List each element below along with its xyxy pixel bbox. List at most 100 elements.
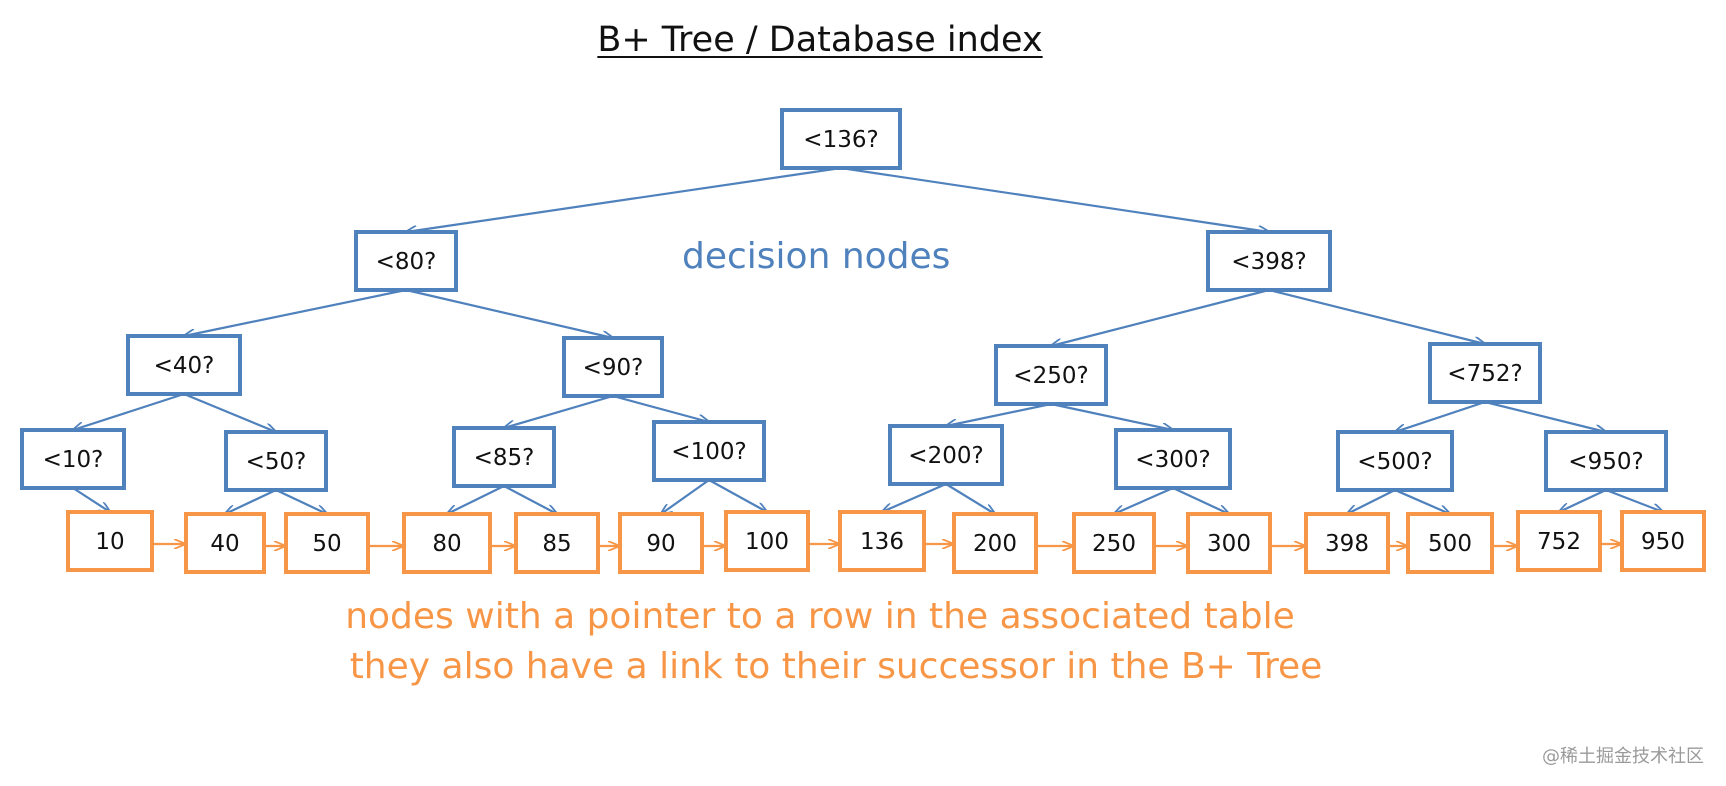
leaf-node-80: 80: [402, 512, 492, 574]
leaf-node-box: [1304, 512, 1390, 574]
leaf-node-box: [514, 512, 600, 574]
edge-n950-l752: [1559, 489, 1607, 512]
edge-n300-l250: [1114, 486, 1174, 514]
decision-node-box: [1336, 430, 1454, 492]
decision-node-950: <950?: [1544, 430, 1668, 492]
leaf-node-box: [184, 512, 266, 574]
edge-n752-n950: [1484, 400, 1606, 432]
leaf-node-label: 398: [1325, 531, 1369, 557]
decision-node-100: <100?: [652, 420, 766, 482]
edge-n300-l300: [1172, 487, 1229, 514]
leaf-node-box: [952, 512, 1038, 574]
leaf-node-label: 752: [1537, 529, 1581, 555]
decision-node-80: <80?: [354, 230, 458, 292]
leaf-node-90: 90: [618, 512, 704, 574]
decision-node-box: [888, 424, 1004, 486]
edge-n10-l10: [72, 487, 110, 512]
decision-node-label: <100?: [671, 439, 746, 465]
leaf-node-40: 40: [184, 512, 266, 574]
watermark: @稀土掘金技术社区: [1542, 746, 1704, 767]
leaf-node-box: [66, 510, 154, 572]
edge-n80-n40: [184, 288, 407, 336]
leaf-node-label: 100: [745, 529, 789, 555]
leaf-node-box: [1516, 510, 1602, 572]
decision-node-200: <200?: [888, 424, 1004, 486]
leaf-node-label: 50: [312, 531, 341, 557]
leaf-node-10: 10: [66, 510, 154, 572]
decision-node-752: <752?: [1428, 342, 1542, 404]
decision-node-box: [780, 108, 902, 170]
decision-node-label: <200?: [908, 443, 983, 469]
diagram-title: B+ Tree / Database index: [597, 20, 1043, 60]
decision-node-85: <85?: [452, 426, 556, 488]
decision-node-label: <136?: [803, 127, 878, 153]
edge-n136-n398: [840, 166, 1269, 232]
decision-node-label: <50?: [246, 449, 307, 475]
leaf-node-box: [1186, 512, 1272, 574]
edge-n752-n500: [1395, 400, 1486, 432]
leaf-node-box: [284, 512, 370, 574]
edge-n136-n80: [406, 166, 842, 232]
decision-node-40: <40?: [126, 334, 242, 396]
edge-n90-n100: [612, 394, 709, 422]
edge-n398-n250: [1051, 288, 1270, 346]
leaf-node-box: [838, 510, 926, 572]
leaf-caption-line-2: they also have a link to their successor…: [349, 646, 1323, 687]
decision-node-label: <85?: [474, 445, 535, 471]
decision-node-label: <80?: [376, 249, 437, 275]
edge-n200-l136: [882, 482, 947, 512]
decision-node-90: <90?: [562, 336, 664, 398]
leaf-node-950: 950: [1620, 510, 1706, 572]
decision-node-box: [1428, 342, 1542, 404]
leaf-node-label: 80: [432, 531, 461, 557]
tree-edges: [72, 166, 1663, 514]
leaf-node-label: 136: [860, 529, 904, 555]
decision-node-box: [452, 426, 556, 488]
edge-n500-l398: [1347, 489, 1396, 514]
decision-node-label: <398?: [1231, 249, 1306, 275]
leaf-node-50: 50: [284, 512, 370, 574]
edge-n500-l500: [1394, 488, 1450, 514]
leaf-node-box: [724, 510, 810, 572]
leaf-node-label: 250: [1092, 531, 1136, 557]
leaf-node-200: 200: [952, 512, 1038, 574]
decision-node-box: [562, 336, 664, 398]
leaf-node-label: 300: [1207, 531, 1251, 557]
decision-node-label: <250?: [1013, 363, 1088, 389]
leaf-node-label: 10: [95, 529, 124, 555]
leaf-node-label: 85: [542, 531, 571, 557]
decision-node-label: <40?: [154, 353, 215, 379]
leaf-node-box: [1406, 512, 1494, 574]
edge-n398-n752: [1268, 288, 1485, 344]
decision-node-500: <500?: [1336, 430, 1454, 492]
leaf-node-250: 250: [1072, 512, 1156, 574]
leaf-node-300: 300: [1186, 512, 1272, 574]
leaf-caption-line-1: nodes with a pointer to a row in the ass…: [345, 596, 1295, 637]
decision-node-box: [126, 334, 242, 396]
decision-node-10: <10?: [20, 428, 126, 490]
decision-node-398: <398?: [1206, 230, 1332, 292]
edge-n85-l85: [503, 485, 557, 514]
leaf-node-box: [1620, 510, 1706, 572]
tree-nodes: <136? <80? <398? <40? <90? <250? <752? <10? <50?…: [20, 108, 1706, 574]
edge-n250-n300: [1050, 402, 1173, 430]
edge-n40-n50: [183, 392, 276, 432]
edge-n50-l40: [225, 489, 277, 514]
leaf-node-752: 752: [1516, 510, 1602, 572]
leaf-node-label: 500: [1428, 531, 1472, 557]
leaf-node-100: 100: [724, 510, 810, 572]
decision-node-50: <50?: [224, 430, 328, 492]
edge-n100-l90: [661, 479, 710, 514]
edge-n200-l200: [945, 483, 995, 514]
decision-nodes-label: decision nodes: [682, 236, 951, 277]
leaf-node-box: [618, 512, 704, 574]
decision-node-300: <300?: [1114, 428, 1232, 490]
decision-node-label: <10?: [43, 447, 104, 473]
leaf-node-136: 136: [838, 510, 926, 572]
decision-node-250: <250?: [994, 344, 1108, 406]
decision-node-box: [1544, 430, 1668, 492]
decision-node-box: [994, 344, 1108, 406]
decision-node-label: <950?: [1568, 449, 1643, 475]
leaf-node-85: 85: [514, 512, 600, 574]
